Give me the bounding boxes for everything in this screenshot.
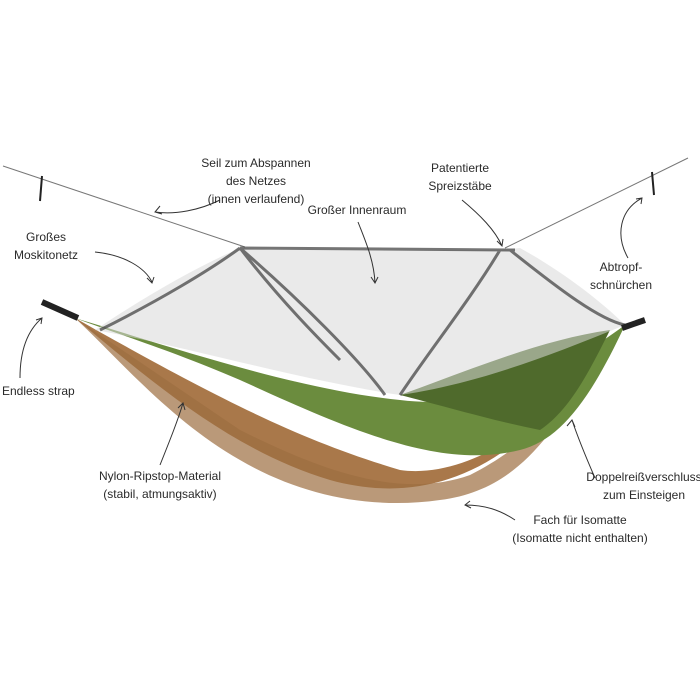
label-line: Großes bbox=[25, 230, 66, 244]
mosquito-net bbox=[95, 248, 625, 395]
label-line: Endless strap bbox=[2, 384, 75, 398]
label-drip: Abtropf- schnürchen bbox=[590, 258, 652, 294]
label-strap: Endless strap bbox=[2, 382, 75, 400]
ridge-rope-left bbox=[2, 165, 246, 248]
drip-line-left bbox=[39, 175, 43, 202]
label-line: (Isomatte nicht enthalten) bbox=[512, 531, 648, 545]
hammock-body-green bbox=[75, 318, 625, 456]
label-line: Großer Innenraum bbox=[307, 203, 407, 217]
label-rope: Seil zum Abspannen des Netzes (innen ver… bbox=[201, 154, 310, 208]
label-line: (stabil, atmungsaktiv) bbox=[103, 487, 217, 501]
label-material: Nylon-Ripstop-Material (stabil, atmungsa… bbox=[99, 467, 221, 503]
label-line: (innen verlaufend) bbox=[207, 192, 305, 206]
strap-right bbox=[621, 317, 646, 331]
label-net: Großes Moskitonetz bbox=[14, 228, 78, 264]
drip-line-right bbox=[651, 171, 655, 196]
label-line: Abtropf- bbox=[599, 260, 643, 274]
label-line: schnürchen bbox=[589, 278, 653, 292]
spreader-bars bbox=[99, 246, 626, 396]
label-line: Patentierte bbox=[430, 161, 490, 175]
ridge-rope-right bbox=[504, 157, 689, 249]
label-pad: Fach für Isomatte (Isomatte nicht enthal… bbox=[512, 511, 647, 547]
label-line: Seil zum Abspannen bbox=[201, 156, 311, 170]
label-interior: Großer Innenraum bbox=[308, 201, 407, 219]
label-line: Nylon-Ripstop-Material bbox=[98, 469, 222, 483]
label-line: Spreizstäbe bbox=[428, 179, 492, 193]
label-line: des Netzes bbox=[225, 174, 287, 188]
label-zipper: Doppelreißverschluss zum Einsteigen bbox=[586, 468, 700, 504]
hammock-body-brown bbox=[75, 318, 610, 489]
label-line: Moskitonetz bbox=[13, 248, 79, 262]
label-spreader: Patentierte Spreizstäbe bbox=[428, 159, 491, 195]
label-line: zum Einsteigen bbox=[602, 488, 686, 502]
label-line: Doppelreißverschluss bbox=[586, 470, 700, 484]
strap-left bbox=[40, 299, 80, 321]
label-line: Fach für Isomatte bbox=[533, 513, 627, 527]
callout-arrows bbox=[19, 197, 643, 521]
